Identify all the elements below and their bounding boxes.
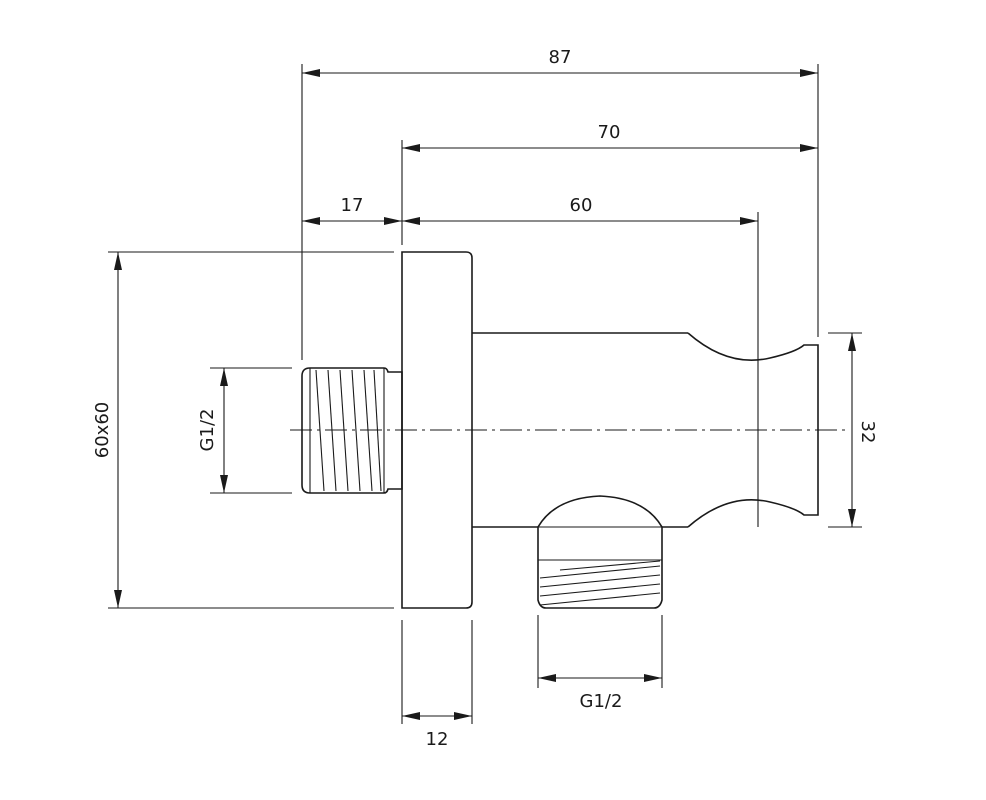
dimension-outlet-thread: G1/2 [538, 674, 662, 712]
extension-lines [108, 64, 862, 724]
dimension-87-label: 87 [549, 47, 572, 68]
dimension-70-label: 70 [598, 122, 621, 143]
dimension-outlet-g12-label: G1/2 [580, 691, 623, 712]
dimension-inlet-thread: G1/2 [197, 368, 228, 493]
dimension-thread-length: 17 [302, 195, 402, 225]
wall-plate [401, 251, 473, 609]
dimension-overall-length: 87 [302, 47, 818, 77]
dimension-12-label: 12 [426, 729, 449, 750]
dimension-holder-length: 60 [402, 195, 758, 225]
dimension-inlet-g12-label: G1/2 [197, 409, 218, 452]
dimension-60x60-label: 60x60 [92, 402, 113, 458]
dimension-32-label: 32 [857, 421, 878, 444]
dimension-plate-thickness: 12 [402, 712, 472, 750]
inlet-thread-fitting [301, 367, 403, 494]
outlet-thread-fitting [537, 495, 663, 609]
holder-body [472, 332, 819, 528]
dimension-plate-size: 60x60 [92, 252, 122, 608]
dimension-17-label: 17 [341, 195, 364, 216]
dimension-60-label: 60 [570, 195, 593, 216]
dimension-length-from-plate: 70 [402, 122, 818, 152]
dimension-holder-height: 32 [848, 333, 878, 527]
